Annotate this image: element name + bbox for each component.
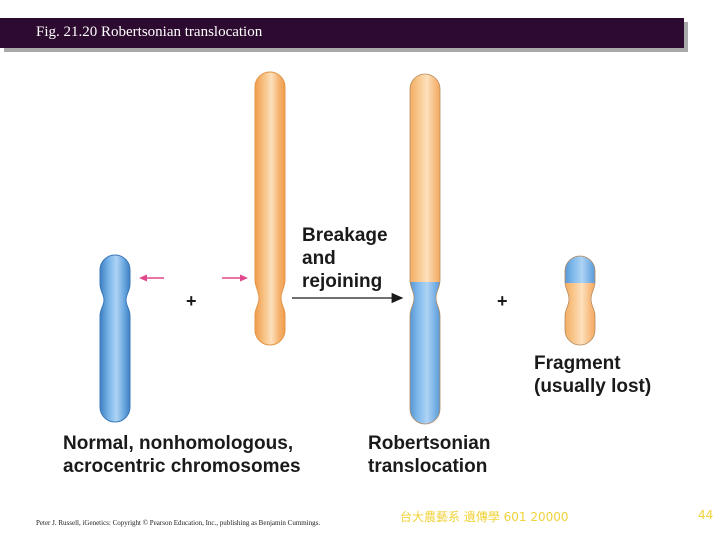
robertsonian-translocation-chromosome xyxy=(409,73,441,425)
break-arrow-left xyxy=(139,274,164,282)
input-caption: Normal, nonhomologous, acrocentric chrom… xyxy=(63,432,301,478)
process-label-line: and xyxy=(302,248,336,269)
orange-acrocentric-chromosome xyxy=(254,71,286,346)
fragment-chromosome xyxy=(564,255,596,346)
page-number: 44 xyxy=(698,508,714,522)
plus-sign-right: + xyxy=(497,291,508,311)
course-footer: 台大農藝系 遺傳學 601 20000 xyxy=(400,510,569,524)
input-caption-line: Normal, nonhomologous, xyxy=(63,433,294,454)
result-caption-line: translocation xyxy=(368,456,488,477)
plus-sign-left: + xyxy=(186,291,197,311)
process-label: Breakage and rejoining xyxy=(302,224,388,293)
break-arrow-right xyxy=(222,274,248,282)
fragment-caption: Fragment (usually lost) xyxy=(534,352,651,398)
blue-acrocentric-chromosome xyxy=(99,254,131,423)
fragment-caption-line: Fragment xyxy=(534,353,621,374)
fragment-caption-line: (usually lost) xyxy=(534,376,652,397)
input-caption-line: acrocentric chromosomes xyxy=(63,456,301,477)
slide-title: Fig. 21.20 Robertsonian translocation xyxy=(36,24,263,40)
title-bar: Fig. 21.20 Robertsonian translocation xyxy=(0,18,684,48)
process-label-line: Breakage xyxy=(302,225,388,246)
copyright-credit: Peter J. Russell, iGenetics: Copyright ©… xyxy=(36,519,321,527)
result-caption: Robertsonian translocation xyxy=(368,432,490,478)
process-label-line: rejoining xyxy=(302,271,383,292)
result-caption-line: Robertsonian xyxy=(368,433,491,454)
